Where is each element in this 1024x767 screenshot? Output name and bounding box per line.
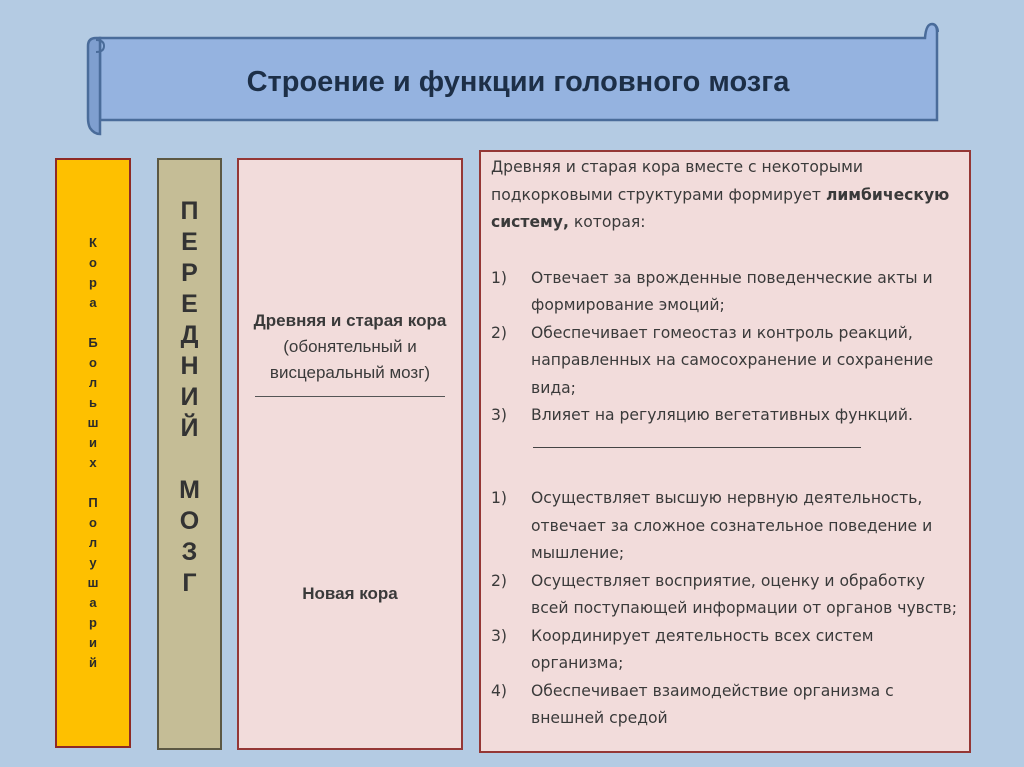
vertical-letter: й bbox=[89, 655, 97, 670]
new-cortex-title: Новая кора bbox=[302, 584, 398, 603]
item-number: 2) bbox=[491, 323, 508, 342]
vertical-letter: о bbox=[89, 255, 97, 270]
functions-panel: Древняя и старая кора вместе с некоторым… bbox=[479, 150, 971, 753]
item-number: 2) bbox=[491, 571, 508, 590]
vertical-letter: Р bbox=[181, 259, 198, 287]
vertical-letter: а bbox=[89, 295, 97, 310]
item-text-content: Влияет на регуляцию вегетативных функций… bbox=[531, 406, 913, 424]
vertical-letter: ш bbox=[87, 415, 99, 430]
vertical-letter: О bbox=[179, 507, 200, 535]
vertical-letter: Б bbox=[88, 335, 98, 350]
spacer bbox=[491, 457, 959, 485]
intro-text-2: которая: bbox=[568, 213, 646, 231]
item-number: 3) bbox=[491, 406, 508, 424]
list-item: 3) Влияет на регуляцию вегетативных функц… bbox=[491, 402, 959, 457]
limbic-intro: Древняя и старая кора вместе с некоторым… bbox=[491, 154, 959, 237]
vertical-letter: Д bbox=[180, 321, 199, 349]
vertical-letter: П bbox=[88, 495, 98, 510]
intro-bold: лимбическую систему, bbox=[491, 185, 950, 232]
vertical-letter: х bbox=[89, 455, 97, 470]
list-item: 1) Осуществляет высшую нервную деятельнос… bbox=[491, 485, 959, 568]
vertical-letter: и bbox=[89, 635, 97, 650]
item-text: Обеспечивает взаимодействие организма с … bbox=[531, 681, 894, 728]
list-item: 4) Обеспечивает взаимодействие организма … bbox=[491, 678, 959, 733]
item-text: Обеспечивает гомеостаз и контроль реакци… bbox=[531, 323, 934, 397]
divider-line bbox=[255, 396, 445, 397]
item-text: Влияет на регуляцию вегетативных функций… bbox=[531, 402, 959, 457]
limbic-functions-list: 1) Отвечает за врожденные поведенческие а… bbox=[491, 265, 959, 458]
list-item: 2) Осуществляет восприятие, оценку и обра… bbox=[491, 568, 959, 623]
underline bbox=[533, 431, 861, 448]
vertical-letter: И bbox=[180, 383, 199, 411]
vertical-letter: Е bbox=[181, 228, 198, 256]
item-text: Осуществляет высшую нервную деятельность… bbox=[531, 489, 933, 562]
vertical-letter: р bbox=[89, 615, 97, 630]
vertical-letter: М bbox=[179, 476, 200, 504]
vertical-letter: П bbox=[180, 197, 199, 225]
vertical-letter: а bbox=[89, 595, 97, 610]
vertical-letter: З bbox=[181, 538, 198, 566]
item-text: Отвечает за врожденные поведенческие акт… bbox=[531, 268, 933, 315]
cortex-types-panel: Древняя и старая кора (обонятельный и ви… bbox=[237, 158, 463, 750]
vertical-letter: р bbox=[89, 275, 97, 290]
vertical-letter: л bbox=[88, 535, 98, 550]
item-number: 4) bbox=[491, 681, 508, 700]
vertical-letter: о bbox=[89, 515, 97, 530]
vertical-letter: Н bbox=[180, 352, 199, 380]
item-number: 1) bbox=[491, 268, 508, 287]
vertical-letter: и bbox=[89, 435, 97, 450]
intro-text-1: Древняя и старая кора вместе с некоторым… bbox=[491, 158, 864, 204]
ancient-cortex-block: Древняя и старая кора (обонятельный и ви… bbox=[239, 308, 461, 397]
list-item: 3) Координирует деятельность всех систем … bbox=[491, 623, 959, 678]
list-item: 1) Отвечает за врожденные поведенческие а… bbox=[491, 265, 959, 320]
vertical-letter: Й bbox=[180, 414, 199, 442]
vertical-letter: Г bbox=[182, 569, 197, 597]
vertical-letter: ш bbox=[87, 575, 99, 590]
ancient-cortex-title: Древняя и старая кора bbox=[253, 311, 447, 330]
page-title: Строение и функции головного мозга bbox=[246, 65, 790, 98]
vertical-letter: Е bbox=[181, 290, 198, 318]
item-number: 3) bbox=[491, 626, 508, 645]
vertical-letter: о bbox=[89, 355, 97, 370]
vertical-letter: ь bbox=[89, 395, 97, 410]
vertical-letter: К bbox=[89, 235, 97, 250]
vertical-letter: л bbox=[88, 375, 98, 390]
vertical-letter: у bbox=[89, 555, 97, 570]
item-number: 1) bbox=[491, 489, 508, 507]
title-banner bbox=[86, 22, 939, 136]
ancient-cortex-note: (обонятельный и висцеральный мозг) bbox=[269, 337, 431, 382]
list-item: 2) Обеспечивает гомеостаз и контроль реак… bbox=[491, 320, 959, 403]
item-text: Координирует деятельность всех систем ор… bbox=[531, 626, 874, 673]
new-cortex-functions-list: 1) Осуществляет высшую нервную деятельнос… bbox=[491, 485, 959, 733]
item-text: Осуществляет восприятие, оценку и обрабо… bbox=[531, 571, 957, 618]
